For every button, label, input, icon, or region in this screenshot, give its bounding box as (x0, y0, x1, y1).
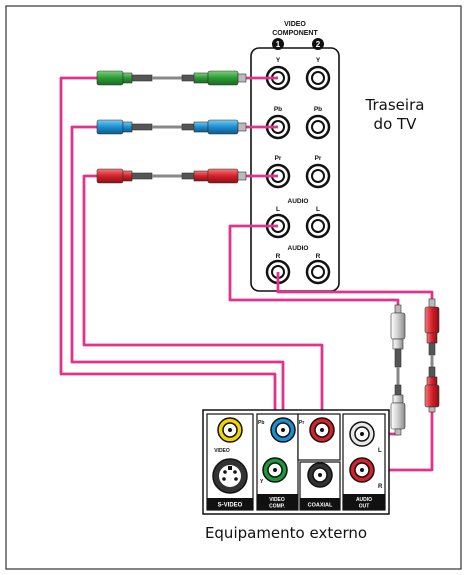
video-in-label: VIDEO (214, 448, 230, 454)
tv-audio-label: AUDIO (288, 198, 309, 205)
tv-jack-label: L (316, 206, 320, 213)
tv-audio-label: AUDIO (288, 245, 309, 252)
coaxial-section-label: COAXIAL (308, 503, 333, 509)
comp-section-line1: VIDEO (269, 497, 285, 503)
comp-pb-label: Pb (258, 420, 264, 426)
input1-number: 1 (276, 40, 281, 49)
device-caption: Equipamento externo (205, 524, 367, 542)
tv-back-panel: VIDEO COMPONENT 1 2 Y Y Pb Pb Pr Pr AUDI… (250, 21, 425, 292)
tv-jacks (265, 65, 331, 285)
tv-title-line2: COMPONENT (272, 30, 318, 37)
input2-number: 2 (316, 40, 321, 49)
pb-cable (70, 125, 285, 428)
red-plug-pair (96, 168, 247, 184)
tv-jack-label: R (316, 253, 321, 260)
coaxial-section: COAXIAL (299, 461, 341, 511)
y-cable (59, 76, 277, 470)
audio-r-cable-top (276, 272, 434, 305)
svideo-section-label: S-VIDEO (218, 503, 243, 509)
audio-r-label: R (378, 484, 383, 490)
comp-y-label: Y (260, 479, 264, 485)
tv-title-line1: VIDEO (284, 21, 306, 28)
tv-jack-label: L (276, 206, 280, 213)
tv-jack-label: Pr (275, 155, 282, 162)
external-device-panel: VIDEO S-VIDEO Pb Pr Y (202, 409, 390, 542)
cables (59, 76, 434, 472)
input2-badge (312, 38, 324, 50)
component-plugs (96, 70, 247, 184)
audio-out-section: L R AUDIO OUT (342, 413, 386, 511)
comp-pr-label: Pr (299, 420, 304, 426)
tv-caption-line1: Traseira (365, 96, 425, 114)
blue-plug-pair (96, 119, 247, 135)
green-plug-pair (96, 70, 247, 86)
audio-section-line1: AUDIO (356, 497, 372, 503)
audio-section-line2: OUT (359, 504, 370, 510)
audio-l-label: L (378, 448, 382, 454)
tv-jack-label: Pb (314, 106, 322, 113)
pr-cable (82, 174, 324, 428)
audio-l-cable-top (228, 224, 400, 312)
tv-jack-label: Pr (315, 155, 322, 162)
tv-caption-line2: do TV (374, 115, 418, 133)
tv-jack-label: R (276, 253, 281, 260)
tv-jack-label: Y (276, 57, 281, 64)
tv-jack-label: Pb (274, 106, 282, 113)
svideo-section: VIDEO S-VIDEO (206, 413, 254, 511)
input1-badge (272, 38, 284, 50)
tv-jack-label: Y (316, 57, 321, 64)
component-section: Pb Pr Y VIDEO COMP. (256, 413, 341, 511)
audio-plugs (390, 298, 440, 436)
comp-section-line2: COMP. (269, 504, 285, 510)
